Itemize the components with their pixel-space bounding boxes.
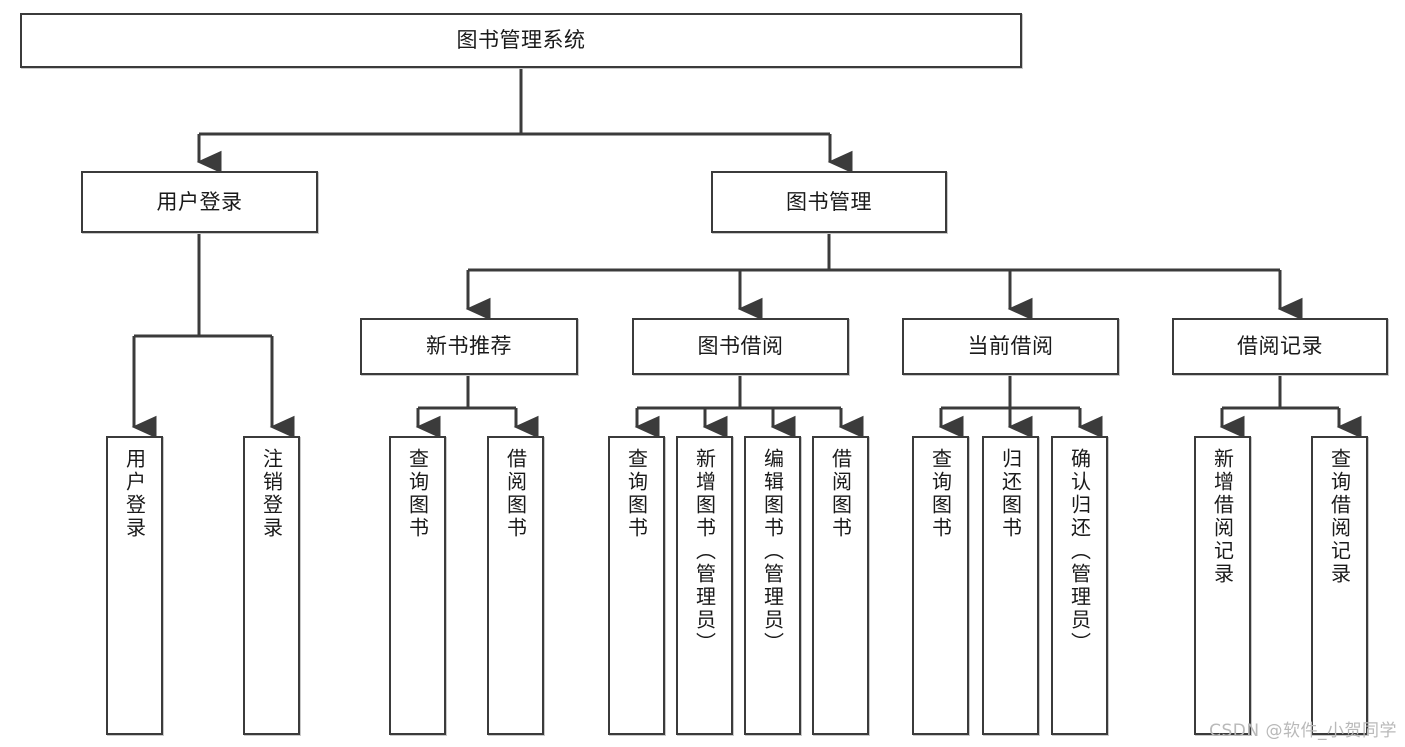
leaf-add-borrow-record[interactable]: 新增借阅记录 [1194, 436, 1251, 735]
leaf-borrow-book-label: 借阅图书 [828, 448, 853, 540]
leaf-return-book[interactable]: 归还图书 [982, 436, 1039, 735]
leaf-edit-book-admin[interactable]: 编辑图书（管理员） [744, 436, 801, 735]
node-book-borrow-label: 图书借阅 [697, 334, 784, 359]
node-borrow-record[interactable]: 借阅记录 [1172, 318, 1388, 375]
leaf-query-borrow-record[interactable]: 查询借阅记录 [1311, 436, 1368, 735]
leaf-borrow-book-recommend[interactable]: 借阅图书 [487, 436, 544, 735]
node-borrow-record-label: 借阅记录 [1237, 334, 1323, 359]
node-book-management-label: 图书管理 [786, 189, 872, 214]
node-book-management[interactable]: 图书管理 [711, 171, 947, 233]
leaf-query-book-recommend-label: 查询图书 [405, 448, 430, 540]
node-new-book-recommend-label: 新书推荐 [426, 334, 512, 359]
leaf-logout-label: 注销登录 [259, 448, 284, 540]
csdn-watermark: CSDN @软件_小贺同学 [1209, 721, 1397, 741]
leaf-query-borrow-record-label: 查询借阅记录 [1327, 448, 1352, 586]
node-user-login[interactable]: 用户登录 [81, 171, 318, 233]
leaf-query-book-recommend[interactable]: 查询图书 [389, 436, 446, 735]
leaf-confirm-return-admin-label: 确认归还（管理员） [1067, 448, 1092, 655]
node-root[interactable]: 图书管理系统 [20, 13, 1022, 68]
node-user-login-label: 用户登录 [156, 189, 243, 214]
leaf-logout[interactable]: 注销登录 [243, 436, 300, 735]
leaf-edit-book-admin-label: 编辑图书（管理员） [760, 448, 785, 655]
leaf-user-login-label: 用户登录 [122, 448, 147, 540]
leaf-query-book-borrow-label: 查询图书 [624, 448, 649, 540]
leaf-add-borrow-record-label: 新增借阅记录 [1210, 448, 1235, 586]
leaf-confirm-return-admin[interactable]: 确认归还（管理员） [1051, 436, 1108, 735]
node-new-book-recommend[interactable]: 新书推荐 [360, 318, 578, 375]
leaf-query-book-current-label: 查询图书 [928, 448, 953, 540]
leaf-return-book-label: 归还图书 [998, 448, 1023, 540]
node-book-borrow[interactable]: 图书借阅 [632, 318, 849, 375]
leaf-borrow-book[interactable]: 借阅图书 [812, 436, 869, 735]
leaf-user-login[interactable]: 用户登录 [106, 436, 163, 735]
leaf-query-book-current[interactable]: 查询图书 [912, 436, 969, 735]
node-current-borrow-label: 当前借阅 [967, 334, 1054, 359]
node-current-borrow[interactable]: 当前借阅 [902, 318, 1119, 375]
leaf-borrow-book-recommend-label: 借阅图书 [503, 448, 528, 540]
leaf-query-book-borrow[interactable]: 查询图书 [608, 436, 665, 735]
leaf-add-book-admin[interactable]: 新增图书（管理员） [676, 436, 733, 735]
node-root-label: 图书管理系统 [456, 28, 586, 53]
leaf-add-book-admin-label: 新增图书（管理员） [692, 448, 717, 655]
